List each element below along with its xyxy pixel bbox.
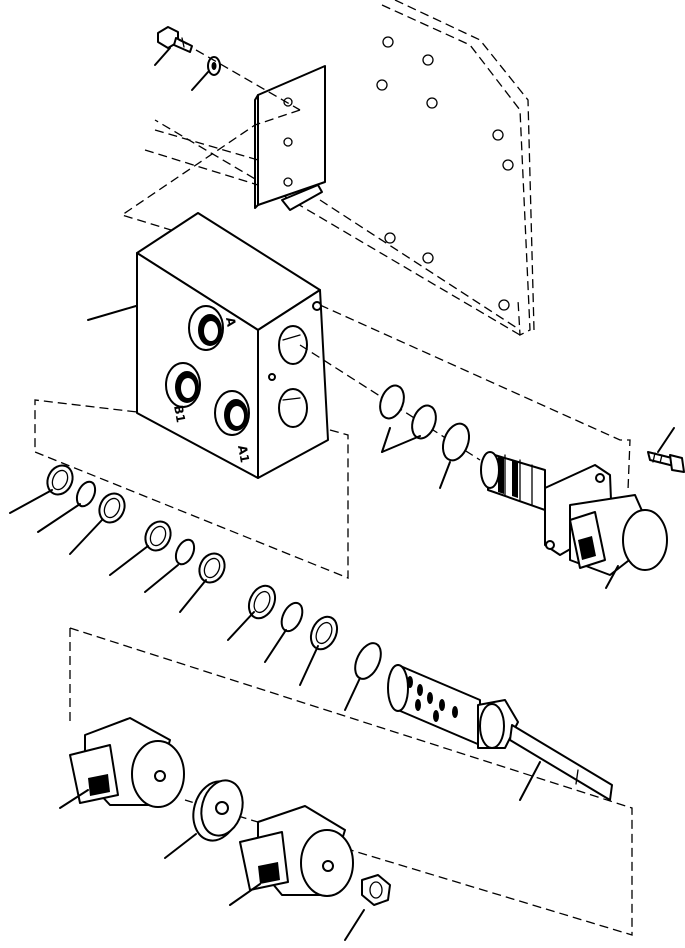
mounting-bracket: [144, 65, 326, 211]
spool-valve-cartridge: [387, 664, 613, 801]
cap-screw-right: [647, 451, 685, 473]
port-a1: [214, 390, 250, 436]
side-port-lower: [278, 388, 308, 428]
mounting-plate: [154, 0, 535, 337]
port-label-a1: A1: [235, 444, 252, 464]
o-ring-set-upper: [379, 384, 471, 462]
side-port-upper: [278, 325, 308, 365]
solenoid-coil-right: [239, 805, 354, 897]
washer-top: [207, 56, 221, 76]
solenoid-valve-cartridge: [480, 451, 668, 576]
o-ring-large: [354, 642, 382, 680]
valve-block: A B1 A1: [136, 212, 329, 479]
coil-washer: [192, 779, 244, 842]
port-label-b1: B1: [171, 404, 188, 424]
hex-nut: [361, 874, 391, 906]
cap-screw-top: [157, 26, 193, 53]
solenoid-coil-left: [69, 717, 185, 808]
port-b1: [165, 362, 201, 408]
port-label-a: A: [223, 316, 239, 328]
port-a: [188, 305, 224, 351]
callout-leaders: [9, 47, 675, 941]
